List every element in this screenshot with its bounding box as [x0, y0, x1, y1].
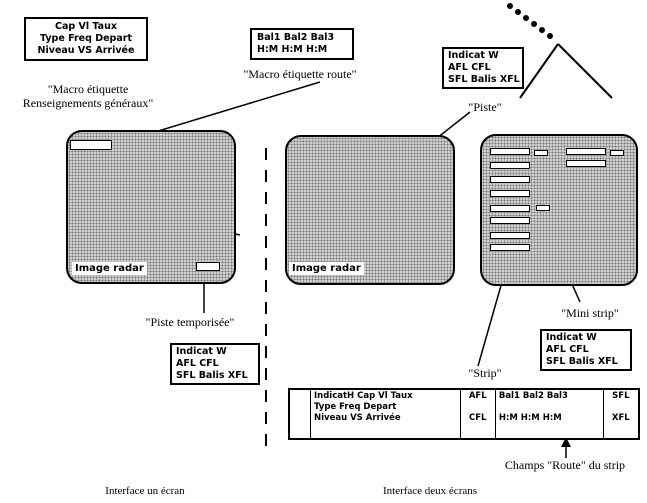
mini-strip: [490, 232, 530, 239]
indicat-line: Indicat W: [448, 50, 499, 61]
strip-line: AFL: [468, 391, 487, 401]
indicat-line: AFL CFL: [448, 62, 491, 73]
piste-caption: "Piste": [468, 100, 502, 114]
mini-strip: [490, 217, 530, 224]
image-radar-left: Image radar: [72, 262, 147, 275]
arrow-head: [561, 437, 571, 447]
strip-cell-sfl: SFL XFL: [602, 388, 640, 440]
macro-general-line: Niveau VS Arrivée: [37, 45, 135, 56]
piste-temporisee-mini: [196, 262, 220, 271]
strip-line: Bal1 Bal2 Bal3: [498, 391, 568, 401]
mini-strip: [610, 150, 624, 156]
strip-line: Niveau VS Arrivée: [314, 413, 401, 423]
macro-general-mini: [70, 140, 112, 150]
strip-blank-cell: [288, 388, 311, 440]
mini-strip-caption: "Mini strip": [561, 306, 619, 320]
strip-line: IndicatH Cap Vl Taux: [314, 391, 413, 401]
mini-strip: [536, 205, 550, 211]
strip-line: CFL: [469, 413, 487, 423]
macro-general-line: Type Freq Depart: [40, 33, 132, 44]
macro-route-line: H:M H:M H:M: [257, 44, 328, 55]
strip-cell-route: Bal1 Bal2 Bal3 H:M H:M H:M: [494, 388, 604, 440]
indicat-line: AFL CFL: [546, 344, 589, 355]
mini-strip: [534, 150, 548, 156]
macro-route-caption: "Macro étiquette route": [243, 67, 357, 81]
indicat-box-mini: Indicat W AFL CFL SFL Balis XFL: [540, 329, 632, 371]
strip-line: SFL: [612, 391, 630, 401]
indicat-box-left: Indicat W AFL CFL SFL Balis XFL: [170, 343, 260, 385]
title-right: Interface deux écrans: [382, 485, 478, 497]
mini-strip: [490, 148, 530, 155]
pointer-dots: [507, 3, 553, 39]
title-left: Interface un écran: [105, 485, 185, 497]
mini-strip: [490, 176, 530, 183]
strip-line: H:M H:M H:M: [498, 413, 562, 423]
macro-route-line: Bal1 Bal2 Bal3: [257, 32, 335, 43]
mini-strip: [490, 190, 530, 197]
champs-route-caption: Champs "Route" du strip: [504, 458, 626, 472]
indicat-line: SFL Balis XFL: [546, 356, 618, 367]
indicat-line: SFL Balis XFL: [176, 370, 248, 381]
radar-screen-right: [285, 135, 455, 285]
indicat-line: Indicat W: [546, 332, 597, 343]
pointer-line: [519, 43, 559, 99]
indicat-line: Indicat W: [176, 346, 227, 357]
mini-strip: [566, 160, 606, 167]
strip-cell-general: IndicatH Cap Vl Taux Type Freq Depart Ni…: [310, 388, 461, 440]
macro-general-box: Cap Vl Taux Type Freq Depart Niveau VS A…: [24, 17, 148, 61]
caption-line: "Macro étiquette: [47, 82, 129, 96]
pointer-line: [557, 43, 613, 99]
strip-line: XFL: [611, 413, 630, 423]
indicat-box-top: Indicat W AFL CFL SFL Balis XFL: [442, 47, 524, 89]
indicat-line: SFL Balis XFL: [448, 74, 520, 85]
mini-strip: [490, 205, 530, 212]
strip-line: Type Freq Depart: [314, 402, 397, 412]
indicat-line: AFL CFL: [176, 358, 219, 369]
strip-table: IndicatH Cap Vl Taux Type Freq Depart Ni…: [288, 388, 640, 440]
caption-line: Renseignements généraux": [22, 96, 154, 110]
mini-strip: [490, 244, 530, 251]
mini-strip: [490, 162, 530, 169]
mini-strip: [566, 148, 606, 155]
strip-cell-afl: AFL CFL: [459, 388, 496, 440]
strip-caption: "Strip": [468, 366, 502, 380]
macro-general-line: Cap Vl Taux: [55, 21, 117, 32]
macro-general-caption: "Macro étiquette Renseignements généraux…: [20, 82, 156, 110]
macro-route-box: Bal1 Bal2 Bal3 H:M H:M H:M: [250, 28, 354, 60]
radar-screen-left: [66, 130, 236, 284]
image-radar-right: Image radar: [289, 262, 364, 275]
piste-temporisee-caption: "Piste temporisée": [145, 315, 235, 329]
